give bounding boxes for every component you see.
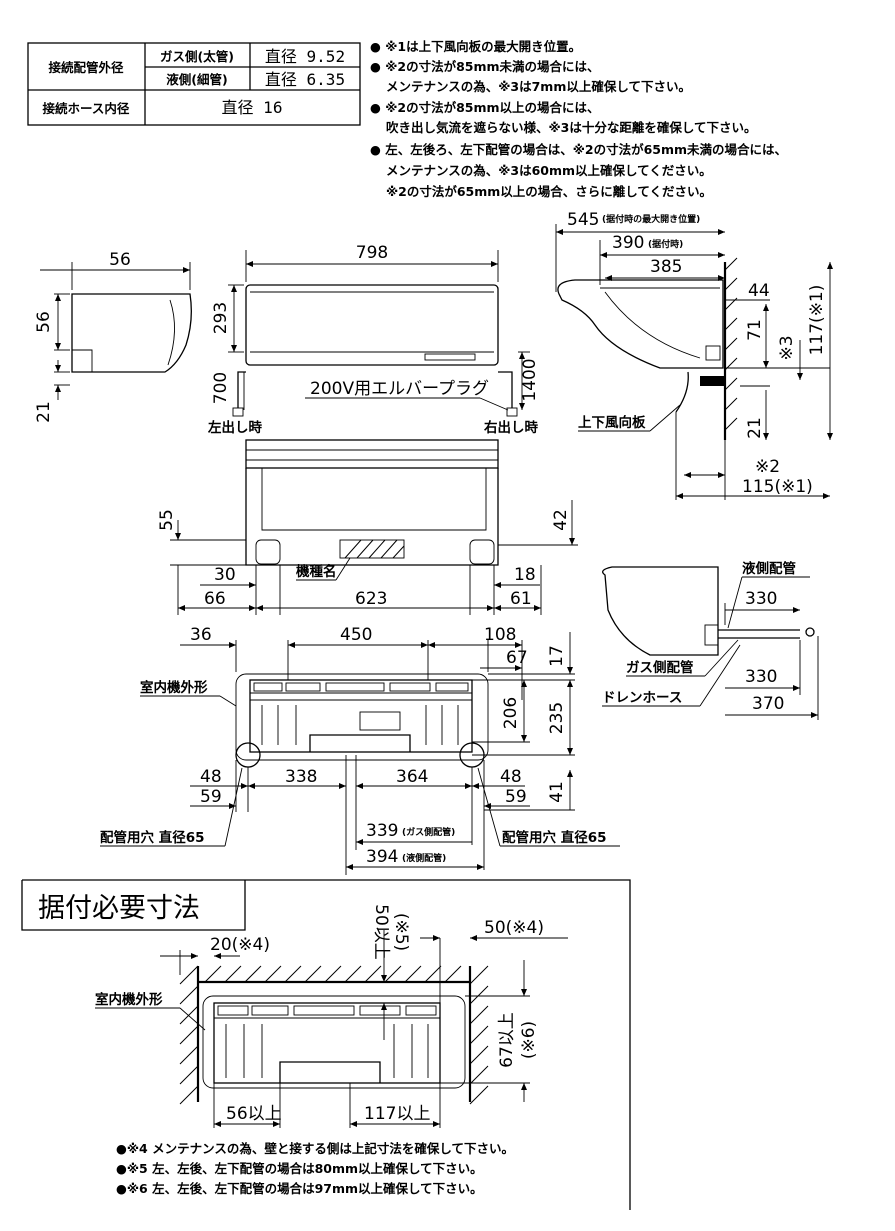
model-name-label: 機種名: [296, 563, 337, 580]
back-view: 36 450 108 67 17 室内機外形 206 235 41 48 338: [100, 625, 620, 875]
dim-108: 108: [484, 625, 516, 645]
note-3b: 吹き出し気流を遮らない様、※3は十分な距離を確保して下さい。: [386, 120, 756, 135]
louver-label: 上下風向板: [578, 414, 646, 431]
dim-390: 390: [612, 233, 644, 253]
note-star5: ●※5 左、左後、左下配管の場合は80mm以上確保して下さい。: [116, 1161, 483, 1176]
dim-339: 339: [366, 821, 398, 841]
right-out-label: 右出し時: [484, 419, 538, 436]
left-side-view: 56 56 21: [34, 250, 192, 423]
dim-50-star4: 50(※4): [484, 918, 544, 938]
liquid-pipe-label: 液側配管: [742, 560, 796, 577]
hose-id-header: 接続ホース内径: [43, 101, 130, 116]
dim-30: 30: [214, 565, 236, 585]
liquid-side-label: 液側(細管): [166, 72, 227, 87]
dim-right-cord: 1400: [520, 358, 540, 401]
front-view: 798 293 700 1400 200V用エルバープラグ 左出し時 右出し時: [207, 243, 540, 436]
gas-side-value: 直径 9.52: [265, 47, 345, 66]
note-star6: ●※6 左、左後、左下配管の場合は97mm以上確保して下さい。: [116, 1181, 483, 1196]
dim-left-cord: 700: [211, 372, 231, 404]
dim-338: 338: [285, 767, 317, 787]
dim-56-above: 56以上: [226, 1104, 282, 1124]
dim-364: 364: [396, 767, 428, 787]
dim-117-star1: 117(※1): [807, 285, 827, 356]
install-section: 据付必要寸法: [21, 879, 631, 1210]
dim-67-above: 67以上: [497, 1012, 517, 1068]
dim-450: 450: [340, 625, 372, 645]
dim-front-width: 798: [356, 243, 388, 263]
dim-385: 385: [650, 257, 682, 277]
hose-id-value: 直径 16: [222, 98, 283, 117]
dim-66: 66: [204, 589, 226, 609]
dim-117-above: 117以上: [364, 1104, 430, 1124]
dim-44: 44: [748, 281, 770, 301]
note-1: ● ※1は上下風向板の最大開き位置。: [370, 39, 581, 54]
note-4b: メンテナンスの為、※3は60mm以上確保してください。: [386, 163, 712, 178]
dim-star3: ※3: [777, 335, 797, 360]
dim-left-bottom: 21: [34, 401, 54, 423]
dim-370: 370: [752, 694, 784, 714]
dim-48b: 48: [500, 767, 522, 787]
note-4a: ● 左、左後ろ、左下配管の場合は、※2の寸法が65mm未満の場合には、: [370, 142, 787, 157]
dim-330a: 330: [745, 589, 777, 609]
right-side-view: 545 (据付時の最大開き位置) 390 (据付時) 385 44 71 ※3 …: [555, 210, 833, 500]
note-2b: メンテナンスの為、※3は7mm以上確保して下さい。: [386, 79, 691, 94]
dim-67-above-note: (※6): [519, 1021, 539, 1059]
dim-545-note: (据付時の最大開き位置): [602, 213, 700, 225]
dim-left-height: 56: [34, 311, 54, 333]
dim-17: 17: [547, 645, 567, 667]
bottom-view: 55 42 30 18 66 623 61 機種名: [157, 439, 578, 615]
gas-side-label: ガス側(太管): [160, 49, 234, 64]
dim-71: 71: [745, 319, 765, 341]
dim-59b: 59: [505, 787, 527, 807]
dim-115-star1: 115(※1): [742, 477, 813, 497]
hole-left-label: 配管用穴 直径65: [100, 829, 205, 846]
dim-50-above-note: (※5): [391, 913, 411, 951]
hole-right-label: 配管用穴 直径65: [502, 829, 607, 846]
liquid-side-value: 直径 6.35: [265, 70, 345, 89]
dim-59a: 59: [200, 787, 222, 807]
back-outline-label: 室内機外形: [140, 679, 208, 696]
dim-star2: ※2: [755, 457, 780, 477]
dim-48a: 48: [200, 767, 222, 787]
dim-67: 67: [506, 648, 528, 668]
note-2a: ● ※2の寸法が85mm未満の場合には、: [370, 59, 600, 74]
dim-390-note: (据付時): [648, 238, 683, 250]
drain-hose-label: ドレンホース: [602, 690, 682, 706]
dim-41: 41: [547, 781, 567, 803]
install-outline-label: 室内機外形: [95, 991, 163, 1008]
dim-206: 206: [501, 697, 521, 729]
top-notes: ● ※1は上下風向板の最大開き位置。 ● ※2の寸法が85mm未満の場合には、 …: [370, 39, 787, 199]
dim-394: 394: [366, 847, 398, 867]
dim-18: 18: [514, 565, 536, 585]
note-4c: ※2の寸法が65mm以上の場合、さらに離してください。: [386, 184, 712, 199]
piping-view: 液側配管 330 ガス側配管 330 ドレンホース 370: [602, 560, 819, 720]
dim-623: 623: [355, 589, 387, 609]
dim-61: 61: [510, 589, 532, 609]
dim-20-star4: 20(※4): [210, 935, 270, 955]
dim-36: 36: [190, 625, 212, 645]
dim-front-height: 293: [211, 302, 231, 334]
dim-50-above: 50以上: [371, 904, 391, 960]
dim-42: 42: [551, 509, 571, 531]
dim-545: 545: [567, 210, 599, 230]
dim-left-width: 56: [109, 250, 131, 270]
pipe-od-header: 接続配管外径: [48, 60, 124, 75]
install-title: 据付必要寸法: [38, 893, 200, 924]
spec-table: 接続配管外径 ガス側(太管) 直径 9.52 液側(細管) 直径 6.35 接続…: [27, 42, 361, 126]
dim-394-note: (液側配管): [402, 852, 446, 864]
gas-pipe-label: ガス側配管: [626, 659, 694, 676]
dim-330b: 330: [745, 667, 777, 687]
plug-label: 200V用エルバープラグ: [310, 379, 489, 399]
note-3a: ● ※2の寸法が85mm以上の場合には、: [370, 100, 600, 115]
dim-21: 21: [745, 417, 765, 439]
dim-235: 235: [547, 702, 567, 734]
dim-55: 55: [157, 509, 177, 531]
note-star4: ●※4 メンテナンスの為、壁と接する側は上記寸法を確保して下さい。: [116, 1141, 514, 1156]
left-out-label: 左出し時: [207, 419, 262, 436]
dim-339-note: (ガス側配管): [402, 826, 455, 838]
